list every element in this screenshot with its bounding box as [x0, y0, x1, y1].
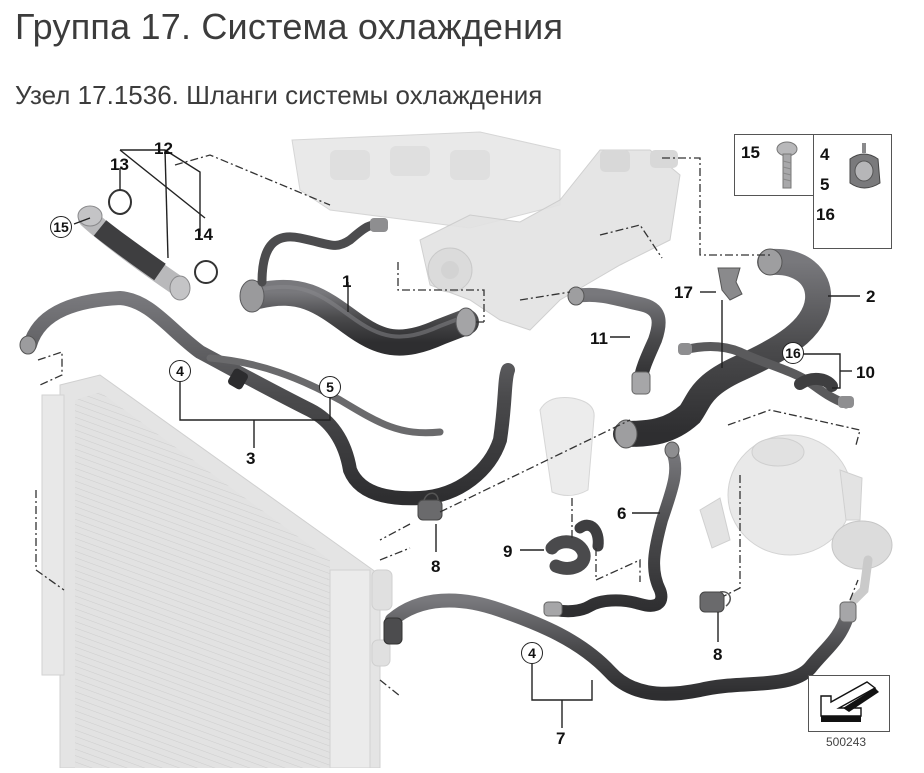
o-ring-13[interactable]: [108, 189, 132, 215]
callout-6[interactable]: 6: [617, 504, 627, 523]
leader-lines: [73, 149, 860, 728]
plug-8-b[interactable]: [699, 591, 731, 613]
pipe-12[interactable]: [77, 205, 191, 301]
callout-1[interactable]: 1: [342, 272, 352, 291]
legend-number: 16: [816, 205, 835, 224]
hose-clamp-icon: [849, 143, 881, 189]
bracket-17[interactable]: [717, 267, 743, 301]
engine-block: [291, 131, 561, 229]
callout-17[interactable]: 17: [674, 283, 693, 302]
callout-11[interactable]: 11: [590, 329, 608, 348]
callout-10[interactable]: 10: [856, 363, 875, 382]
callout-4-clamp-lower[interactable]: 4: [521, 642, 543, 664]
callout-16-clip[interactable]: 16: [782, 342, 804, 364]
callout-4-clamp[interactable]: 4: [169, 360, 191, 382]
radiator: [41, 374, 393, 769]
screw-icon: [776, 141, 798, 189]
legend-box-clamp: 4 5 16: [813, 134, 892, 249]
hose-2[interactable]: [613, 248, 832, 449]
callout-15-screw[interactable]: 15: [50, 216, 72, 238]
hose-3[interactable]: [19, 290, 515, 506]
hose-1[interactable]: [239, 218, 479, 356]
callout-12[interactable]: 12: [154, 139, 173, 158]
hose-9[interactable]: [545, 519, 604, 575]
expansion-tank: [699, 434, 863, 556]
plug-8-a[interactable]: [417, 492, 443, 521]
legend-box-screw: 15: [734, 134, 816, 196]
hose-7[interactable]: [383, 593, 857, 701]
legend-number: 4: [820, 145, 830, 164]
callout-7[interactable]: 7: [556, 729, 566, 748]
callout-8-upper[interactable]: 8: [431, 557, 441, 576]
page-title: Группа 17. Система охлаждения: [15, 6, 564, 47]
o-ring-14[interactable]: [194, 260, 218, 284]
diagram-canvas: [19, 131, 893, 769]
callout-14[interactable]: 14: [194, 225, 213, 244]
expansion-tank-small: [539, 397, 595, 496]
page-subtitle: Узел 17.1536. Шланги системы охлаждения: [15, 80, 543, 110]
hose-10[interactable]: [678, 342, 854, 409]
legend-number: 15: [741, 143, 760, 162]
hose-6[interactable]: [543, 441, 682, 618]
arrow-front-left-icon: [820, 681, 879, 722]
callout-3[interactable]: 3: [246, 449, 256, 468]
assembly-lines: [35, 154, 861, 697]
orientation-box: [808, 675, 890, 732]
callout-2[interactable]: 2: [866, 287, 876, 306]
legend-number: 5: [820, 175, 830, 194]
callout-8-lower[interactable]: 8: [713, 645, 723, 664]
callout-5-clamp[interactable]: 5: [319, 376, 341, 398]
hose-11[interactable]: [567, 286, 666, 395]
callout-9[interactable]: 9: [503, 542, 513, 561]
electric-water-pump: [831, 520, 893, 605]
water-pump-housing: [419, 149, 681, 331]
callout-13[interactable]: 13: [110, 155, 129, 174]
diagram-reference-number: 500243: [826, 735, 867, 749]
parts-diagram: 1 2 3 4 5 6 7 4 8 8 9 10 11 12 13 14 15 …: [0, 120, 924, 769]
